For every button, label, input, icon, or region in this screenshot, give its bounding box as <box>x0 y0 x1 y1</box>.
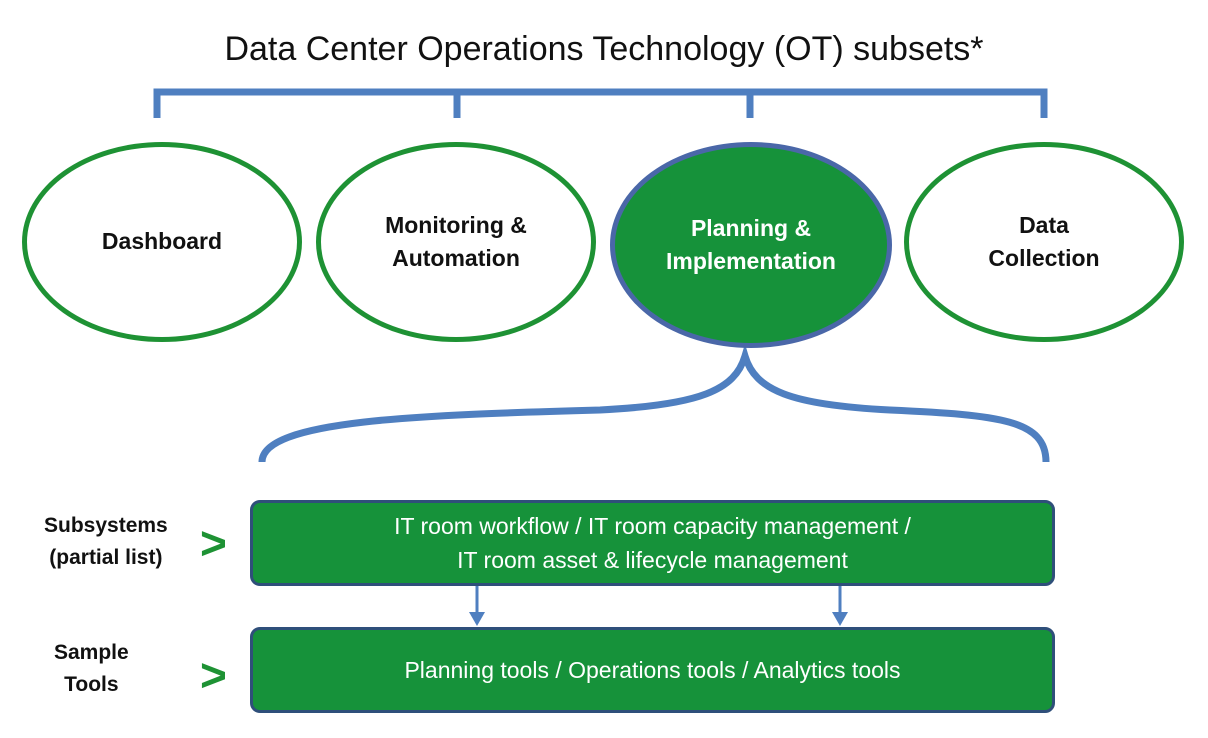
sample-tools-label-line: Sample <box>54 641 129 664</box>
subsystems-label-line: Subsystems <box>44 514 168 537</box>
subsystems-box-line: IT room asset & lifecycle management <box>457 547 848 573</box>
oval-label-line: Collection <box>988 245 1100 271</box>
arrow-right-head <box>832 612 848 626</box>
oval-label-line: Automation <box>392 245 520 271</box>
sample-tools-box: Planning tools / Operations tools / Anal… <box>250 627 1055 713</box>
sample-tools-box-text: Planning tools / Operations tools / Anal… <box>404 656 901 683</box>
subsystems-chevron-icon: > <box>200 517 227 569</box>
top-bracket <box>153 88 1048 118</box>
oval-label-line: Monitoring & <box>385 211 527 238</box>
oval-monitoring-automation: Monitoring & Automation <box>316 142 596 342</box>
curly-brace <box>258 343 1050 463</box>
oval-dashboard: Dashboard <box>22 142 302 342</box>
oval-label-line: Dashboard <box>101 228 223 255</box>
subsystems-label: Subsystems (partial list) <box>44 510 168 573</box>
oval-planning-implementation: Planning & Implementation <box>610 142 892 348</box>
sample-tools-label: Sample Tools <box>54 637 129 700</box>
subsystems-box: IT room workflow / IT room capacity mana… <box>250 500 1055 586</box>
subsystems-box-line: IT room workflow / IT room capacity mana… <box>394 512 911 539</box>
oval-label-line: Data <box>1019 211 1069 238</box>
sample-tools-label-line: Tools <box>64 672 119 696</box>
oval-data-collection: Data Collection <box>904 142 1184 342</box>
subsystems-label-line: (partial list) <box>49 545 163 569</box>
sample-tools-chevron-icon: > <box>200 649 227 701</box>
oval-label-line: Implementation <box>666 248 836 274</box>
oval-label-line: Planning & <box>690 214 812 241</box>
diagram-title: Data Center Operations Technology (OT) s… <box>224 30 984 68</box>
arrow-left-head <box>469 612 485 626</box>
